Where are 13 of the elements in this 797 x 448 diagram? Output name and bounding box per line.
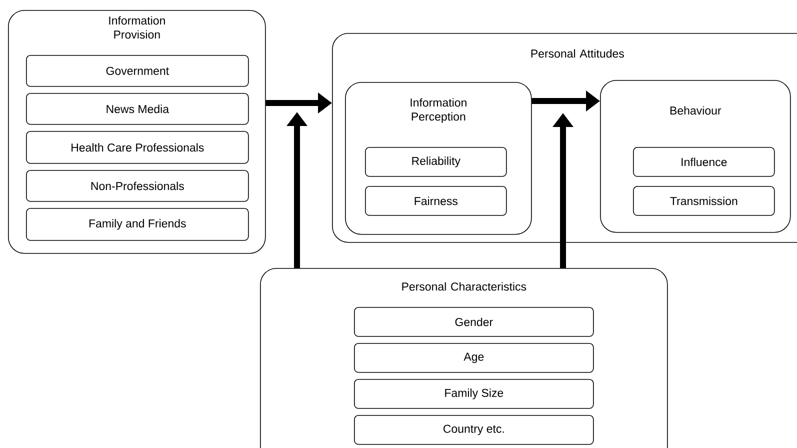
item-box: Gender	[354, 307, 594, 337]
item-box: Transmission	[633, 186, 775, 216]
item-box: Fairness	[365, 186, 507, 216]
item-box: News Media	[26, 93, 249, 125]
item-box: Non-Professionals	[26, 170, 249, 202]
item-box: Reliability	[365, 147, 507, 177]
item-box: Age	[354, 343, 594, 373]
item-box: Government	[26, 55, 249, 87]
item-box: Country etc.	[354, 415, 594, 445]
item-box: Family Size	[354, 379, 594, 409]
item-box: Health Care Professionals	[26, 131, 249, 164]
item-box: Influence	[633, 147, 775, 177]
item-box: Family and Friends	[26, 208, 249, 241]
